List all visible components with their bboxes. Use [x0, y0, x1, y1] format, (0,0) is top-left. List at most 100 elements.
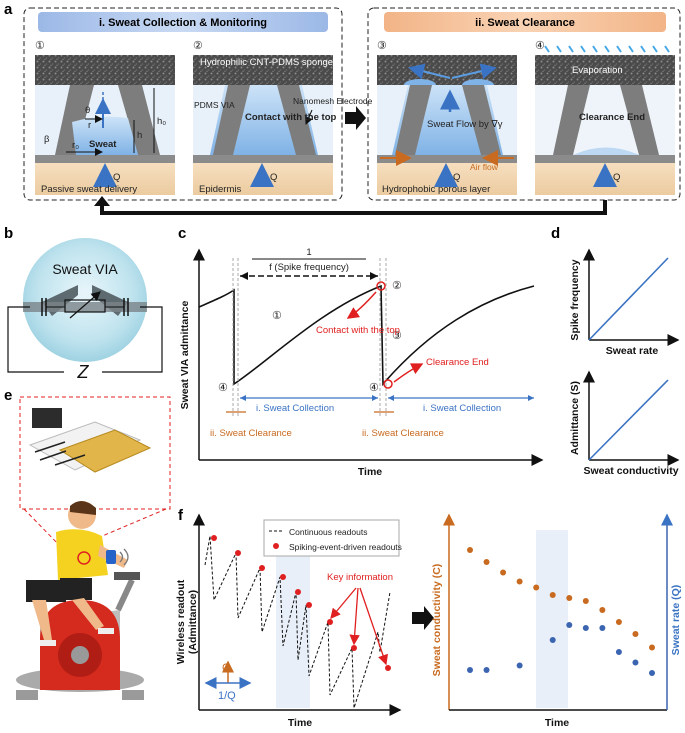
conductivity-point [566, 595, 573, 601]
f-right-highlight [536, 530, 568, 708]
panel-e: e [4, 387, 171, 700]
d-bottom-line [588, 379, 669, 461]
spike-readout-points [211, 535, 391, 671]
clearance-end-annotation: Clearance End [426, 357, 489, 368]
panel-b: b Sweat VIA Z [4, 225, 163, 382]
clearance-header [384, 12, 666, 32]
sweat-rate-point [566, 622, 573, 628]
clearance-label-1: ii. Sweat Clearance [210, 428, 292, 439]
sweat-rate-point [516, 662, 523, 669]
conductivity-point [549, 592, 556, 598]
transition-arrow [345, 106, 366, 130]
clearance-box [367, 7, 681, 201]
sweat-flow-label: Sweat Flow by ∇γ [427, 119, 503, 130]
contact-top-annotation: Contact with the top [316, 325, 400, 336]
period-denominator: f (Spike frequency) [269, 262, 349, 273]
c-mark-2: ② [392, 280, 402, 292]
f-left-y-label: (Admittance) [187, 590, 199, 654]
step-3-diagram [377, 55, 517, 195]
sweat-rate-series [467, 622, 655, 676]
step-1-marker: ① [35, 40, 45, 52]
sweat-rate-point [467, 667, 473, 673]
step-1-diagram [35, 55, 175, 195]
collection-label-1: i. Sweat Collection [256, 403, 334, 414]
c-arrow-label: C [222, 662, 230, 674]
c-mark-4b: ④ [369, 382, 379, 394]
sponge-layer [35, 55, 175, 85]
c-x-axis-label: Time [358, 466, 382, 478]
d-bottom-x-label: Sweat conductivity [583, 465, 678, 477]
collection-box [23, 7, 343, 201]
panel-letter-d: d [551, 225, 560, 242]
period-numerator: 1 [306, 247, 311, 258]
air-flow-label: Air flow [470, 162, 499, 172]
f-transition-arrow [412, 606, 434, 630]
q-label-2: Q [270, 172, 277, 183]
r0-label: r₀ [72, 140, 79, 151]
nanomesh-label: Nanomesh Electrode [293, 96, 373, 106]
d-top-line [588, 257, 669, 341]
step-2-diagram [193, 55, 333, 195]
clearance-end-label-a: Clearance End [579, 112, 645, 123]
device-circuit-board [58, 429, 152, 473]
q-label-4: Q [613, 172, 620, 183]
rider-shirt [56, 529, 108, 580]
f-left-highlight [276, 540, 310, 708]
collection-label-2: i. Sweat Collection [423, 403, 501, 414]
c-y-axis-label: Sweat VIA admittance [179, 300, 191, 409]
c-mark-3: ③ [392, 330, 402, 342]
sweat-rate-point [483, 667, 490, 673]
bluetooth-icon [106, 550, 116, 564]
clearance-label-2: ii. Sweat Clearance [362, 428, 444, 439]
sweat-rate-point [549, 637, 556, 643]
porous-layer-label: Hydrophobic porous layer [382, 184, 490, 195]
theta-label: θ [85, 105, 90, 116]
sweat-rate-point [632, 659, 639, 666]
h0-label: h₀ [157, 116, 166, 127]
panel-letter-a: a [4, 1, 13, 18]
c-mark-1: ① [272, 310, 282, 322]
conductivity-point [582, 598, 589, 604]
sweat-rate-point [615, 649, 622, 655]
conductivity-point [483, 559, 490, 565]
continuous-readout-line [204, 535, 391, 709]
pdms-via-label: PDMS VIA [194, 100, 235, 110]
sweat-fill [72, 116, 138, 155]
conductivity-series [467, 547, 655, 651]
contact-top-label: Contact with the top [245, 112, 336, 123]
r-label: r [88, 120, 91, 131]
conductivity-point [533, 584, 540, 591]
admittance-curve [198, 284, 535, 387]
d-top-x-label: Sweat rate [606, 345, 659, 357]
device-chip [32, 408, 62, 428]
f-left-y-label-top: Wireless readout [175, 579, 187, 664]
d-top-y-label: Spike frequency [569, 259, 581, 340]
panel-d: d [551, 225, 680, 466]
f-legend [263, 519, 400, 557]
legend-spiking: Spiking-event-driven readouts [289, 542, 402, 552]
step-2-marker: ② [193, 40, 203, 52]
step-4-diagram [535, 45, 675, 195]
q-label-3: Q [453, 172, 460, 183]
evaporation-label: Evaporation [572, 65, 623, 76]
epidermis-label: Epidermis [199, 184, 241, 195]
panel-letter-e: e [4, 387, 12, 404]
return-loop-arrow [100, 200, 607, 215]
panel-letter-c: c [178, 225, 186, 242]
beta-label: β [44, 134, 50, 145]
collection-title: i. Sweat Collection & Monitoring [99, 17, 267, 29]
f-right-x-label: Time [545, 717, 569, 729]
passive-delivery-caption: Passive sweat delivery [41, 184, 137, 195]
wireless-signal-icon [119, 548, 129, 566]
sweat-rate-point [649, 670, 655, 676]
key-information-label: Key information [327, 572, 393, 583]
sponge-label: Hydrophilic CNT-PDMS sponge [200, 57, 333, 68]
conductivity-point [467, 547, 473, 553]
step-3-marker: ③ [377, 40, 387, 52]
conductivity-point [649, 644, 655, 651]
sweat-rate-point [599, 625, 606, 631]
conductivity-point [599, 607, 606, 613]
panel-f: f [178, 507, 673, 716]
f-right-y1-label: Sweat conductivity (C) [431, 564, 443, 677]
